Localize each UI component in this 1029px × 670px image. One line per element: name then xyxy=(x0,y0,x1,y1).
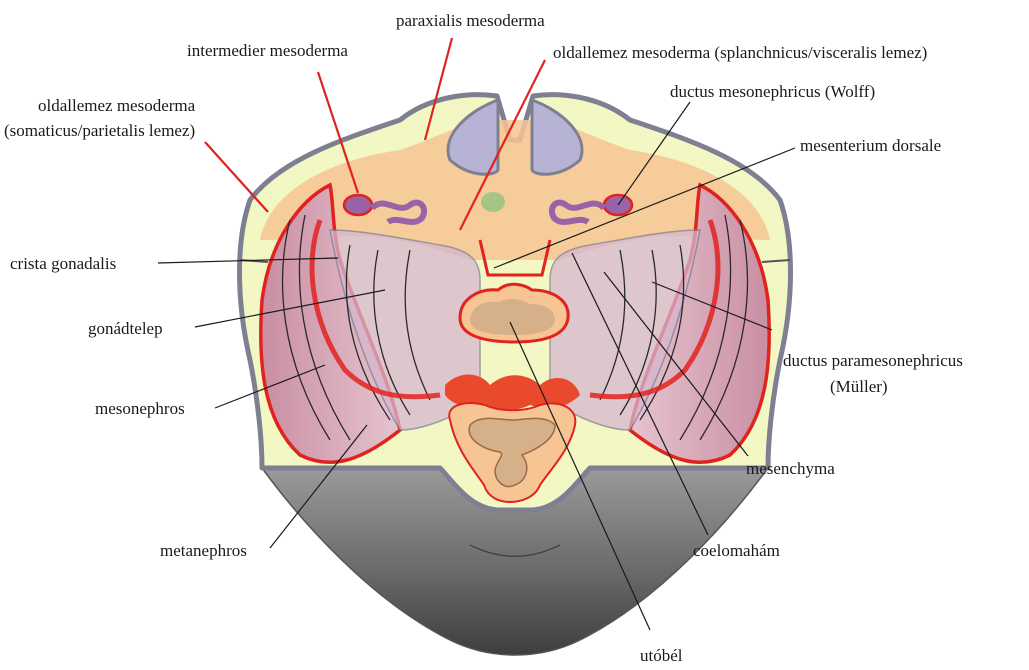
label-mesenterium: mesenterium dorsale xyxy=(800,136,941,155)
label-paramesonephricus-line2: (Müller) xyxy=(830,377,888,396)
label-mesonephros: mesonephros xyxy=(95,399,185,418)
label-oldallemez-somat-line1: oldallemez mesoderma xyxy=(38,96,196,115)
label-utobel: utóbél xyxy=(640,646,683,665)
label-metanephros: metanephros xyxy=(160,541,247,560)
label-ductus-mesonephricus: ductus mesonephricus (Wolff) xyxy=(670,82,875,101)
label-oldallemez-somat-line2: (somaticus/parietalis lemez) xyxy=(4,121,195,140)
notochord xyxy=(481,192,505,212)
label-crista: crista gonadalis xyxy=(10,254,116,273)
label-coelomaham: coelomahám xyxy=(693,541,780,560)
label-gonadtelep: gonádtelep xyxy=(88,319,163,338)
label-mesenchyma: mesenchyma xyxy=(746,459,835,478)
label-paraxialis: paraxialis mesoderma xyxy=(396,11,545,30)
label-paramesonephricus-line1: ductus paramesonephricus xyxy=(783,351,963,370)
label-intermedier: intermedier mesoderma xyxy=(187,41,348,60)
leader-oldallemez-somat xyxy=(205,142,268,212)
label-oldallemez-splanch: oldallemez mesoderma (splanchnicus/visce… xyxy=(553,43,927,62)
